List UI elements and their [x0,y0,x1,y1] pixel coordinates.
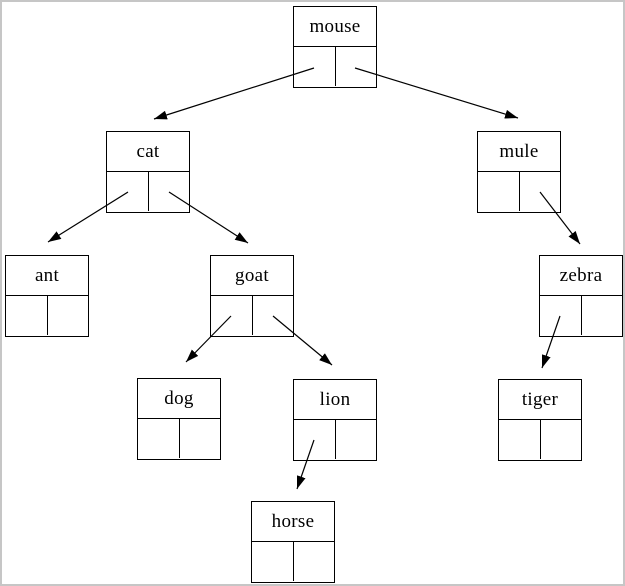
pointer-cells [211,296,293,335]
right-pointer-cell [251,296,294,335]
node-label: zebra [540,256,622,296]
node-tiger: tiger [498,379,582,461]
right-pointer-cell [147,172,190,211]
left-pointer-cell [499,420,540,459]
pointer-cells [294,47,376,86]
right-pointer-cell [178,419,221,458]
node-label: ant [6,256,88,296]
node-horse: horse [251,501,335,583]
pointer-cells [499,420,581,459]
node-label: tiger [499,380,581,420]
node-goat: goat [210,255,294,337]
left-pointer-cell [211,296,252,335]
pointer-cells [138,419,220,458]
edge-mouse-right-to-mule [354,67,519,119]
left-pointer-cell [107,172,148,211]
node-label: cat [107,132,189,172]
left-pointer-cell [540,296,581,335]
node-mouse: mouse [293,6,377,88]
right-pointer-cell [334,47,377,86]
node-label: goat [211,256,293,296]
right-pointer-cell [46,296,89,335]
pointer-cells [252,542,334,581]
node-mule: mule [477,131,561,213]
node-ant: ant [5,255,89,337]
node-label: dog [138,379,220,419]
pointer-cells [294,420,376,459]
node-cat: cat [106,131,190,213]
node-label: lion [294,380,376,420]
left-pointer-cell [138,419,179,458]
right-pointer-cell [334,420,377,459]
node-lion: lion [293,379,377,461]
pointer-cells [6,296,88,335]
right-pointer-cell [292,542,335,581]
right-pointer-cell [539,420,582,459]
pointer-cells [478,172,560,211]
right-pointer-cell [580,296,623,335]
left-pointer-cell [294,420,335,459]
node-label: mouse [294,7,376,47]
node-label: horse [252,502,334,542]
node-dog: dog [137,378,221,460]
left-pointer-cell [294,47,335,86]
left-pointer-cell [6,296,47,335]
node-label: mule [478,132,560,172]
left-pointer-cell [478,172,519,211]
pointer-cells [540,296,622,335]
left-pointer-cell [252,542,293,581]
pointer-cells [107,172,189,211]
right-pointer-cell [518,172,561,211]
node-zebra: zebra [539,255,623,337]
edge-mouse-left-to-cat [153,67,315,120]
